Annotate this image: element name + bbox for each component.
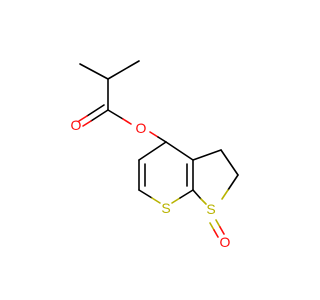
bond-carbonyl-double-a [90,109,109,122]
bond-ring-s-left [151,197,161,204]
bond-methyl-right [107,60,140,80]
bond-sulfone-s-left [200,198,207,205]
bond-c3a-c3 [192,149,222,161]
bond-ester-o-to-ring [157,136,167,143]
bond-ester-o-right [149,131,159,138]
bond-c3a-c4 [165,141,194,161]
bond-carbonyl-double-b [86,104,105,117]
bond-c7a-sulfone [192,189,202,200]
bond-sulfone-o-a [215,219,221,228]
bond-c6-s [138,189,153,199]
bond-c2-s [227,174,239,191]
carbonyl-oxygen-label: O [71,117,82,133]
sulfone-sulfur-label: S [206,201,215,217]
bond-sulfone-s-upper [221,189,229,200]
bond-sulfone-o-b-red [213,229,219,238]
bond-c3-c2 [220,149,239,176]
bond-carbonyl-oxygen-a [82,120,92,127]
bond-sulfone-o-a-red [219,226,225,235]
bond-methyl-left [79,63,109,80]
ring-sulfur-label: S [161,200,170,216]
bond-s-c7a [179,189,194,199]
ester-oxygen-label: O [136,120,147,136]
bond-sulfone-o-b [209,222,215,231]
bond-ester-o-left [122,118,132,125]
sulfone-oxygen-label: O [220,234,231,250]
molecule-diagram: O O S S O [0,0,300,300]
canvas-background [0,0,300,300]
bond-c4-c5 [138,141,167,161]
bond-ring-s-right [171,197,181,204]
bond-carbonyl-to-ester-o [107,109,124,120]
bond-carbonyl-oxygen-b [78,115,88,122]
